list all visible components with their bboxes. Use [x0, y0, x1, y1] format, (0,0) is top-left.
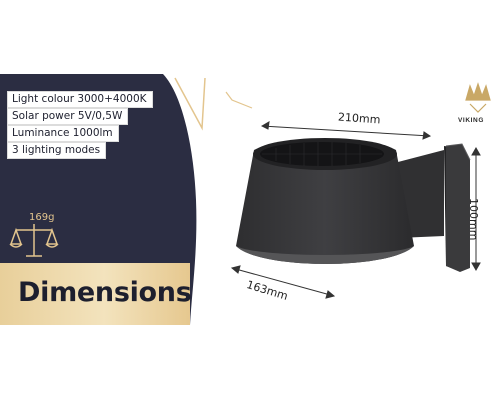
dimension-arrow-width [260, 121, 432, 140]
lamp-bottom-rim [236, 246, 414, 264]
dimension-arrow-depth [230, 265, 336, 299]
decorative-line [225, 91, 253, 109]
brand-name: VIKING [458, 117, 484, 124]
solar-panel-grid [262, 142, 382, 166]
dimensions-banner [0, 263, 190, 325]
dimensions-title: Dimensions [18, 277, 192, 308]
scale-icon [9, 224, 59, 257]
wall-plate-front [446, 144, 470, 272]
dimension-arrow-height [471, 146, 481, 272]
dimension-height-label: 100mm [467, 198, 480, 241]
spec-light-colour: Light colour 3000+4000K [8, 92, 152, 107]
spec-luminance: Luminance 1000lm [8, 126, 118, 141]
spec-solar-power: Solar power 5V/0,5W [8, 109, 128, 124]
decorative-line [174, 77, 206, 131]
weight-label: 169g [29, 212, 55, 223]
wall-bracket [398, 150, 444, 238]
spec-lighting-modes: 3 lighting modes [8, 143, 106, 158]
viking-logo-icon [465, 82, 491, 113]
lamp-body [236, 139, 414, 264]
